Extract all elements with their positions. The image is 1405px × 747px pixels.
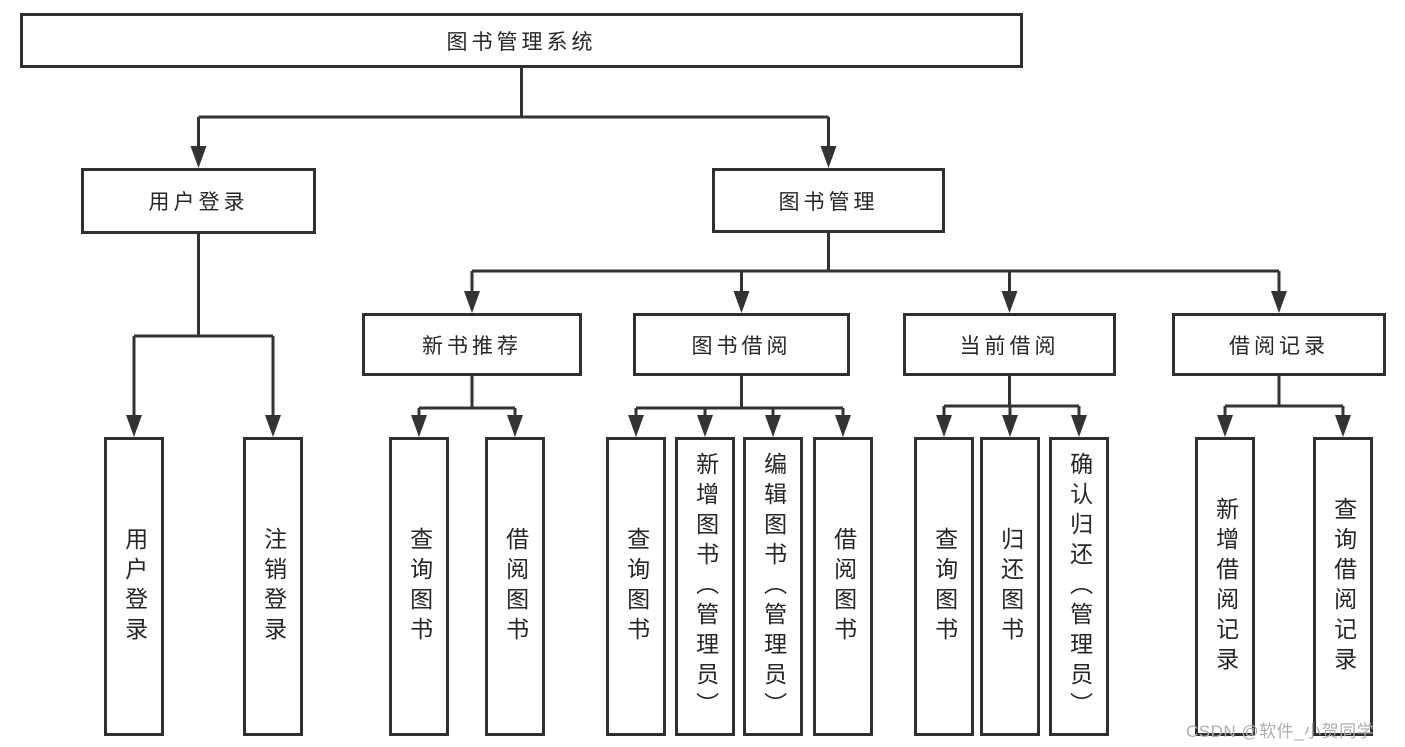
leaf-return-books-label: 归还图书 <box>997 526 1024 647</box>
connector-new-book-split <box>417 376 517 419</box>
arrowhead-icon <box>464 291 480 313</box>
leaf-add-book-admin: 新增图书（管理员） <box>675 437 735 736</box>
node-book-management-label: 图书管理 <box>778 190 879 214</box>
node-book-management: 图书管理 <box>712 168 945 233</box>
arrowhead-icon <box>628 415 644 437</box>
node-user-login-label: 用户登录 <box>148 191 249 214</box>
leaf-query-books-borrowing: 查询图书 <box>606 437 666 736</box>
arrowhead-icon <box>126 415 142 437</box>
node-book-borrowing-label: 图书借阅 <box>691 334 792 358</box>
connector-book-management-split <box>470 233 1281 295</box>
arrowhead-icon <box>765 415 781 437</box>
leaf-user-login-label: 用户登录 <box>121 526 148 647</box>
leaf-query-books-borrowing-label: 查询图书 <box>623 526 650 647</box>
leaf-user-login: 用户登录 <box>104 437 164 736</box>
node-borrowing-records-label: 借阅记录 <box>1229 334 1329 358</box>
node-borrowing-records: 借阅记录 <box>1172 313 1386 376</box>
leaf-confirm-return-admin: 确认归还（管理员） <box>1049 437 1109 736</box>
connector-book-borrowing-split <box>634 376 845 419</box>
connector-current-borrowing-split <box>942 376 1081 419</box>
arrowhead-icon <box>820 146 837 168</box>
leaf-logout-label: 注销登录 <box>260 526 287 647</box>
leaf-query-books-recommend-label: 查询图书 <box>406 526 433 647</box>
leaf-add-borrow-record: 新增借阅记录 <box>1195 437 1255 736</box>
arrowhead-icon <box>1335 415 1351 437</box>
leaf-borrow-books-borrowing-label: 借阅图书 <box>830 526 857 647</box>
arrowhead-icon <box>1002 415 1018 437</box>
node-library-management-system: 图书管理系统 <box>20 13 1023 68</box>
arrowhead-icon <box>1001 291 1018 313</box>
leaf-add-borrow-record-label: 新增借阅记录 <box>1212 496 1239 677</box>
leaf-borrow-books-borrowing: 借阅图书 <box>813 437 873 736</box>
arrowhead-icon <box>835 415 851 437</box>
arrowhead-icon <box>733 291 750 313</box>
leaf-return-books: 归还图书 <box>980 437 1040 736</box>
connector-user-login-split <box>132 234 275 419</box>
leaf-query-borrow-record: 查询借阅记录 <box>1313 437 1373 736</box>
node-current-borrowing: 当前借阅 <box>903 313 1116 376</box>
connector-paths <box>132 68 1345 419</box>
node-user-login: 用户登录 <box>81 168 316 234</box>
node-new-book-recommend-label: 新书推荐 <box>422 334 522 358</box>
leaf-edit-book-admin-label: 编辑图书（管理员） <box>760 451 787 722</box>
leaf-borrow-books-recommend: 借阅图书 <box>485 437 545 736</box>
node-current-borrowing-label: 当前借阅 <box>959 334 1060 358</box>
arrowhead-icon <box>190 146 207 168</box>
csdn-watermark: CSDN @软件_小贺同学 <box>1186 722 1375 741</box>
arrowhead-icon <box>697 415 713 437</box>
arrowhead-icon <box>411 415 427 437</box>
connector-borrow-records-split <box>1223 376 1345 419</box>
arrowhead-icon <box>936 415 952 437</box>
arrowhead-icon <box>265 415 281 437</box>
node-new-book-recommend: 新书推荐 <box>362 313 582 376</box>
leaf-query-books-current-label: 查询图书 <box>931 526 958 647</box>
arrowhead-icon <box>1071 415 1087 437</box>
node-book-borrowing: 图书借阅 <box>633 313 850 376</box>
node-library-management-system-label: 图书管理系统 <box>446 30 597 54</box>
leaf-query-borrow-record-label: 查询借阅记录 <box>1330 496 1357 677</box>
arrowheads <box>126 146 1351 437</box>
connector-root-split <box>197 68 830 150</box>
arrowhead-icon <box>1271 291 1287 313</box>
arrowhead-icon <box>507 415 523 437</box>
leaf-confirm-return-admin-label: 确认归还（管理员） <box>1066 451 1093 722</box>
leaf-borrow-books-recommend-label: 借阅图书 <box>502 526 529 647</box>
leaf-query-books-current: 查询图书 <box>914 437 974 736</box>
arrowhead-icon <box>1217 415 1233 437</box>
leaf-add-book-admin-label: 新增图书（管理员） <box>692 451 719 722</box>
leaf-edit-book-admin: 编辑图书（管理员） <box>743 437 803 736</box>
leaf-logout: 注销登录 <box>243 437 303 736</box>
leaf-query-books-recommend: 查询图书 <box>389 437 449 736</box>
